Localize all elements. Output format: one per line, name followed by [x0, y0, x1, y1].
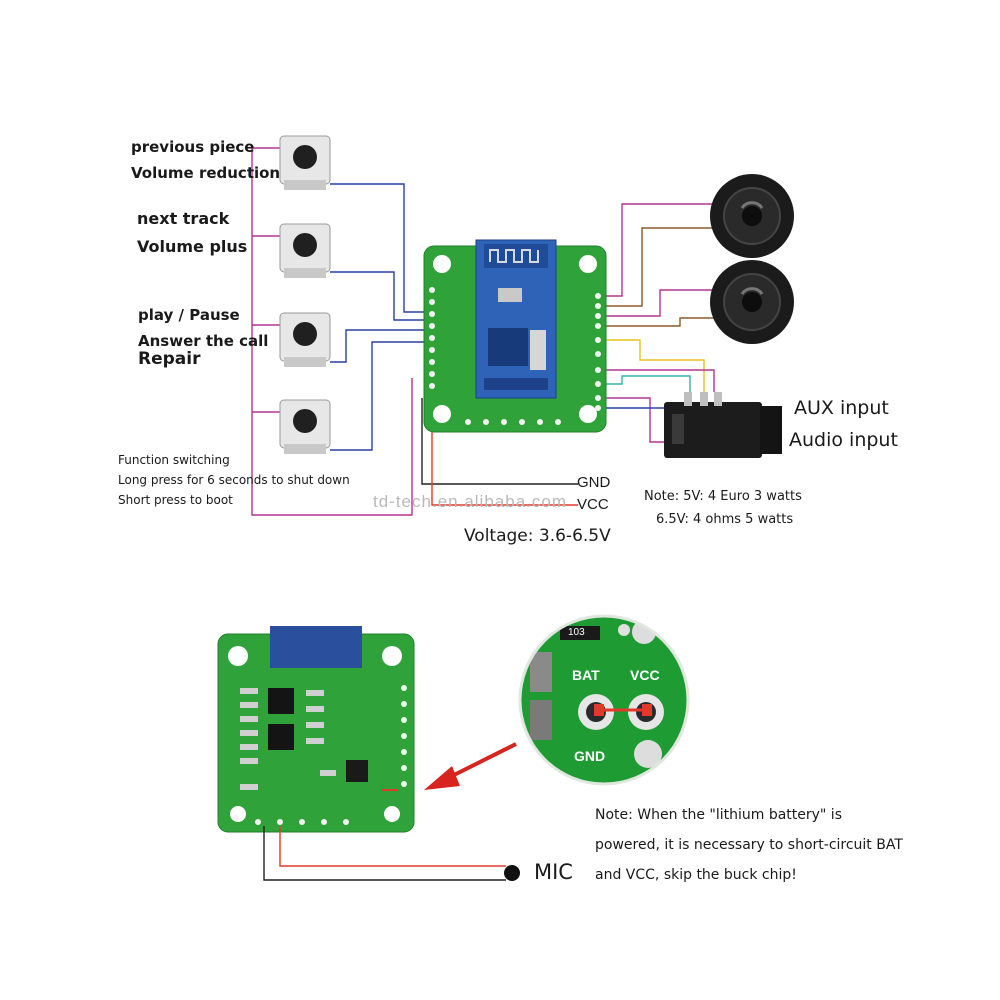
- closeup-vcc-label: VCC: [630, 667, 660, 683]
- battery-note-line-1: Note: When the "lithium battery" is: [595, 807, 842, 823]
- speaker-1: [710, 174, 794, 258]
- bluetooth-board-top: [423, 239, 607, 433]
- button-4-line-3: Short press to boot: [118, 493, 233, 507]
- aux-label-2: Audio input: [789, 429, 898, 451]
- microphone-icon: [504, 865, 520, 881]
- battery-note-line-3: and VCC, skip the buck chip!: [595, 867, 797, 883]
- button-3-line-1: play / Pause: [138, 306, 240, 324]
- button-1-label: previous piece Volume reduction: [131, 134, 280, 186]
- battery-note: Note: When the "lithium battery" is powe…: [595, 800, 903, 890]
- button-1-line-1: previous piece: [131, 138, 255, 156]
- bluetooth-board-bottom: [217, 626, 415, 833]
- battery-note-line-2: powered, it is necessary to short-circui…: [595, 837, 903, 853]
- aux-wires: [600, 339, 715, 443]
- watermark: td-tech.en.alibaba.com: [373, 492, 567, 511]
- aux-label-1: AUX input: [794, 397, 889, 419]
- button-signal-wires: [330, 183, 440, 451]
- button-2-line-2: Volume plus: [137, 237, 248, 256]
- closeup-bat-label: BAT: [572, 667, 600, 683]
- spec-note-2: 6.5V: 4 ohms 5 watts: [656, 512, 794, 527]
- arrow-icon: [424, 742, 517, 790]
- closeup-border: [518, 614, 690, 786]
- speaker-2: [710, 260, 794, 344]
- push-button-2: [279, 223, 331, 278]
- gnd-label: GND: [577, 474, 611, 491]
- button-2-label: next track Volume plus: [137, 205, 247, 261]
- voltage-label: Voltage: 3.6-6.5V: [464, 526, 611, 546]
- mic-label: MIC: [534, 860, 573, 884]
- aux-jack: [664, 392, 782, 458]
- closeup-magnifier: [520, 616, 688, 784]
- button-ground-wires: [251, 147, 413, 516]
- button-3-label: play / Pause Answer the call Repair: [138, 302, 268, 372]
- closeup-gnd-label: GND: [574, 748, 606, 764]
- spec-note-1: Note: 5V: 4 Euro 3 watts: [644, 489, 802, 504]
- button-4-line-2: Long press for 6 seconds to shut down: [118, 473, 350, 487]
- closeup-resistor-label: 103: [568, 627, 585, 638]
- button-3-line-3: Repair: [138, 349, 201, 369]
- mic-wires: [263, 826, 506, 881]
- button-1-line-2: Volume reduction: [131, 164, 281, 182]
- power-wires: [421, 398, 578, 506]
- button-2-line-1: next track: [137, 209, 230, 228]
- button-4-line-1: Function switching: [118, 453, 230, 467]
- speaker-wires: [600, 203, 722, 327]
- vcc-label: VCC: [577, 496, 609, 513]
- button-4-label: Function switching Long press for 6 seco…: [118, 450, 350, 510]
- button-3-line-2: Answer the call: [138, 332, 269, 350]
- push-button-1: [279, 135, 331, 190]
- push-button-3: [279, 312, 331, 367]
- push-button-4: [279, 399, 331, 454]
